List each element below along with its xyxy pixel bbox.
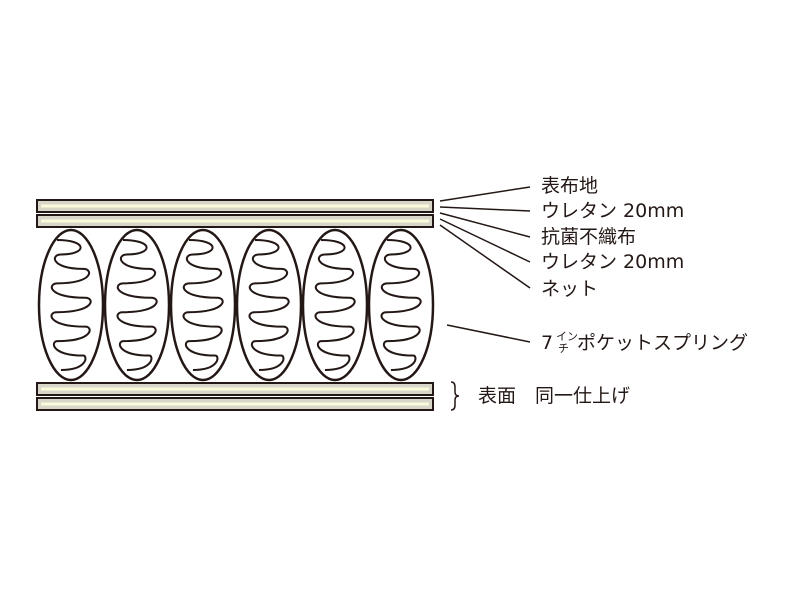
pocket-spring [37,228,105,382]
spring-pocket-outline [367,228,435,382]
leader-net [439,224,531,289]
label-surface-fabric: 表布地 [541,175,598,197]
leader-urethane-top [439,206,531,212]
label-pocket-spring-name: ポケットスプリング [577,332,748,354]
label-reversible-note: 表面 同一仕上げ [478,385,630,407]
leader-surface-fabric [439,186,531,202]
label-pocket-spring-unit-top: イン [556,330,578,343]
pocket-spring [367,228,435,382]
spring-pocket-outline [301,228,369,382]
spring-coil [314,239,356,371]
spring-coil [182,239,224,371]
label-pocket-spring-unit-bottom: チ [558,342,569,355]
spring-coil [116,239,158,371]
reversible-brace [450,381,460,411]
spring-coil [50,239,92,371]
label-pocket-spring-number: 7 [541,332,553,354]
spring-pocket-outline [169,228,237,382]
spring-pocket-outline [37,228,105,382]
pocket-spring [103,228,171,382]
pocket-spring-row [37,228,435,382]
spring-pocket-outline [235,228,303,382]
label-net: ネット [541,278,598,300]
spring-coil [248,239,290,371]
top-layer-group [36,199,434,228]
spring-coil [380,239,422,371]
label-urethane-top: ウレタン 20mm [541,200,684,222]
spring-pocket-outline [103,228,171,382]
leader-antibacterial-nonwoven [439,212,531,238]
leader-urethane-bottom [439,218,531,263]
pocket-spring [235,228,303,382]
leader-lines [439,186,531,411]
label-urethane-bottom: ウレタン 20mm [541,251,684,273]
leader-pocket-spring [446,324,531,343]
bottom-layer-group [36,382,434,411]
label-antibacterial-nonwoven: 抗菌不織布 [541,226,636,248]
pocket-spring [301,228,369,382]
pocket-spring [169,228,237,382]
